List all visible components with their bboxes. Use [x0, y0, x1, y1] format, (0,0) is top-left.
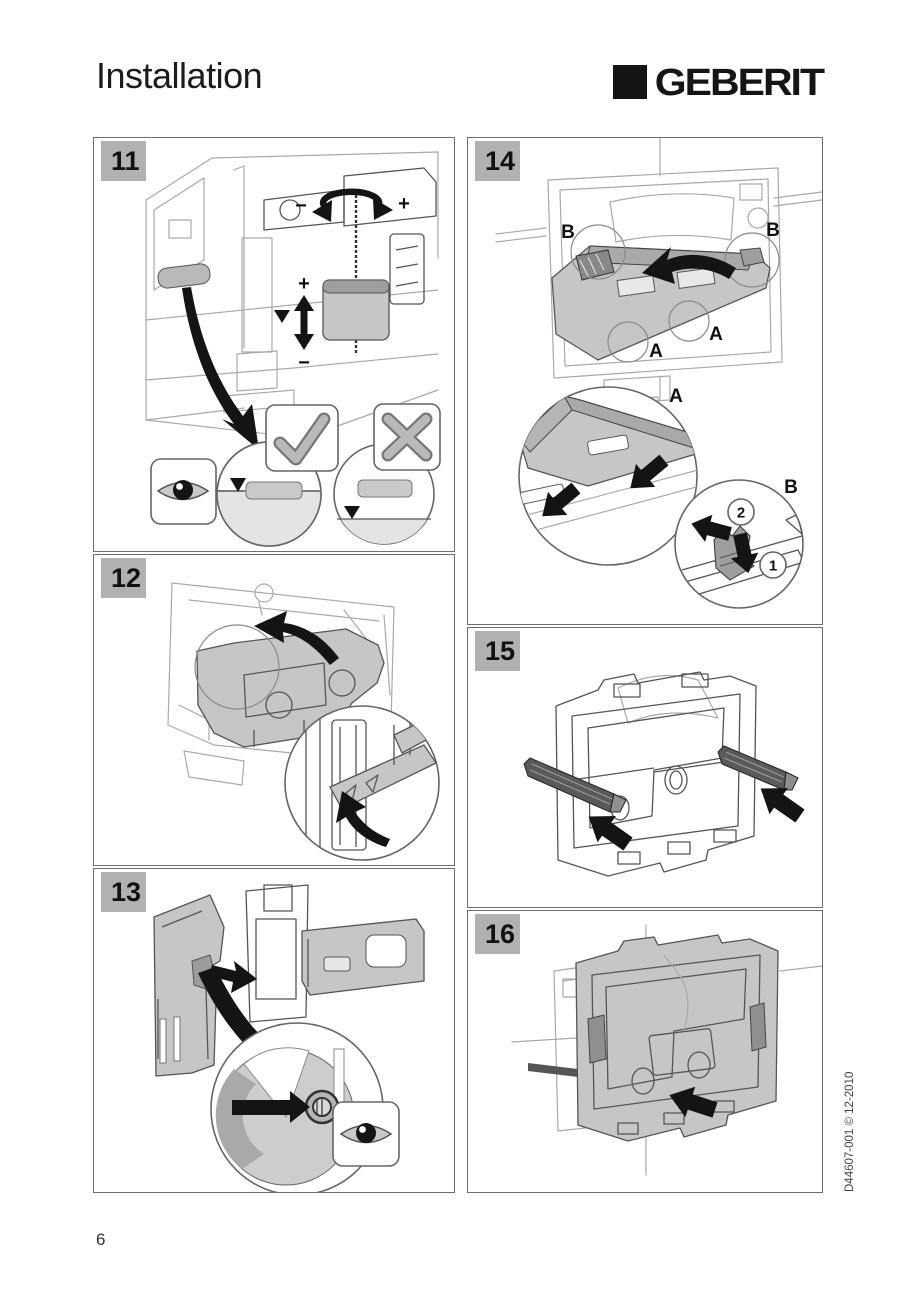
highlight-circle-b-right — [724, 232, 780, 288]
level-adjust-arrow-icon: + − — [274, 273, 314, 374]
step-13-illustration — [153, 884, 425, 1192]
document-reference: D44607-001 © 12-2010 — [844, 1071, 856, 1192]
press-arrow — [630, 454, 669, 489]
visual-check-box — [332, 1101, 400, 1167]
rotate-minus-sign: − — [295, 195, 307, 217]
step-2-number: 2 — [737, 505, 745, 522]
highlight-circle-a-left — [607, 321, 649, 363]
water-level-marker — [274, 310, 290, 323]
wall-lines — [495, 138, 822, 401]
insert-arrow — [209, 961, 257, 993]
highlight-circle-b-left — [570, 224, 626, 280]
release-arrow — [691, 514, 732, 542]
step-1-circle — [759, 551, 787, 579]
step-panel-14: B B A A — [467, 137, 823, 625]
step-number-badge: 16 — [475, 914, 520, 954]
page-title: Installation — [96, 55, 263, 96]
detail-highlight-circle — [194, 624, 280, 710]
pointer-arrow — [182, 287, 259, 450]
rotate-plus-sign: + — [398, 193, 410, 215]
brand-logo-mark — [612, 65, 647, 99]
eye-icon — [339, 1123, 393, 1144]
press-down-arrow — [730, 532, 759, 574]
step-number-badge: 14 — [475, 141, 520, 181]
insert-arrow-right — [760, 787, 805, 823]
mounting-frame-drawing — [575, 934, 779, 1142]
brand-logo-text: GEBERIT — [654, 60, 825, 103]
detail-circle-b: 2 1 B — [674, 477, 804, 609]
clip-detail-circle — [284, 705, 440, 861]
detail-circle-a: A — [518, 386, 698, 566]
label-b-left: B — [561, 222, 575, 243]
cross-icon — [381, 412, 433, 462]
mounting-frame-drawing — [555, 671, 757, 877]
label-detail-b: B — [784, 477, 798, 498]
rotation-arrow-icon: − + — [295, 188, 410, 222]
label-a-right: A — [709, 324, 723, 345]
label-b-right: B — [766, 220, 780, 241]
unhook-arrow — [336, 791, 390, 847]
step-panel-12: 12 — [93, 554, 455, 866]
push-on-arrow — [669, 1086, 718, 1118]
highlight-circle-a-right — [668, 300, 710, 342]
step-number-badge: 13 — [101, 872, 146, 912]
water-level-marker — [230, 478, 246, 492]
label-a-left: A — [649, 341, 663, 362]
step-number-badge: 15 — [475, 631, 520, 671]
step-panel-11: − + + − — [93, 137, 455, 552]
label-detail-a: A — [669, 386, 683, 407]
fixing-rod-right — [717, 745, 799, 791]
step-16-illustration — [511, 924, 822, 1176]
check-icon — [273, 412, 331, 466]
water-level-marker — [344, 506, 360, 519]
visual-check-box — [150, 458, 217, 525]
step-1-number: 1 — [769, 558, 777, 575]
cover-part-drawing — [153, 894, 225, 1077]
step-15-illustration — [523, 671, 805, 877]
page-number: 6 — [96, 1230, 106, 1249]
lift-arrow — [254, 611, 339, 665]
rotate-arrow — [642, 247, 736, 284]
eye-icon — [156, 480, 210, 501]
step-11-illustration: − + + − — [145, 151, 441, 547]
rail-part-drawing — [301, 918, 425, 996]
step-panel-15: 15 — [467, 627, 823, 908]
fixing-rod-left — [523, 757, 627, 813]
level-minus-sign: − — [298, 352, 310, 374]
bracket-part-drawing — [245, 884, 309, 1023]
brand-logo: GEBERIT — [612, 60, 825, 103]
press-arrow — [542, 482, 581, 517]
float-drawing — [322, 279, 390, 341]
insert-arrow-left — [588, 815, 633, 851]
overflow-outlet — [157, 263, 211, 289]
step-number-badge: 11 — [101, 141, 146, 181]
level-plus-sign: + — [298, 273, 310, 295]
step-panel-13: 13 — [93, 868, 455, 1193]
wrong-level-indicator — [333, 403, 441, 545]
step-14-illustration: B B A A — [495, 138, 822, 609]
step-12-illustration — [167, 582, 440, 861]
step-number-badge: 12 — [101, 558, 146, 598]
step-panel-16: 16 — [467, 910, 823, 1193]
push-arrow — [232, 1091, 310, 1123]
step-2-circle — [727, 498, 755, 526]
